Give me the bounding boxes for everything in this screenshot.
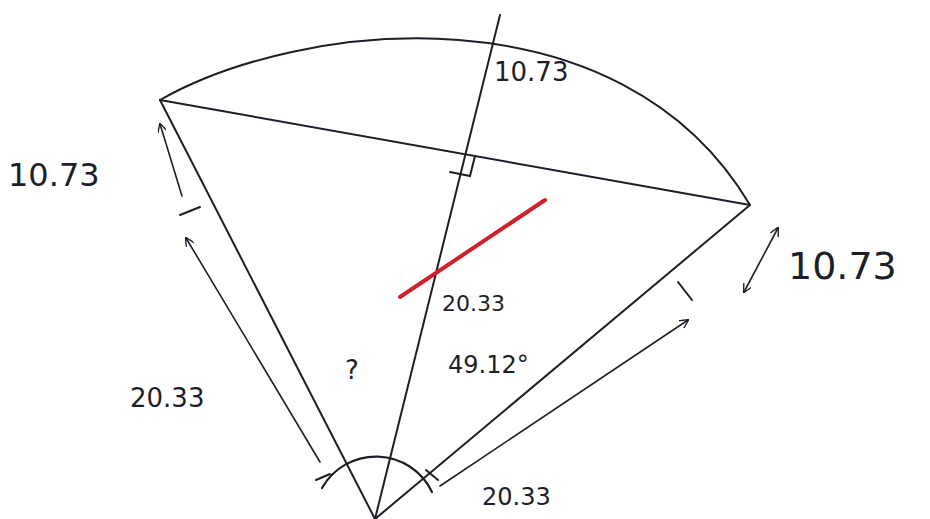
right-radius — [375, 205, 750, 519]
angle-label: 49.12° — [446, 352, 531, 378]
dimension-label: 20.33 — [480, 484, 553, 510]
perpendicular-line — [375, 15, 500, 519]
angle-arc — [322, 457, 432, 492]
dimension-label: 10.73 — [786, 246, 899, 288]
dimension-label: 20.33 — [128, 384, 206, 413]
angle-label: ? — [343, 356, 361, 385]
left-radius — [160, 100, 375, 519]
left-bracket-arrow — [160, 124, 182, 196]
angle-tick-right — [426, 470, 438, 480]
right-dimension-arrow — [440, 320, 688, 486]
dimension-label: 10.73 — [492, 58, 570, 87]
sector-arc — [160, 38, 750, 205]
dimension-label: 10.73 — [6, 158, 102, 193]
left-dimension-arrow — [186, 238, 320, 462]
dimension-label: 20.33 — [440, 292, 507, 316]
red-stroke — [400, 200, 545, 297]
chord — [160, 100, 750, 205]
right-tick — [678, 282, 692, 300]
right-angle-mark — [450, 156, 475, 176]
angle-tick-left — [316, 474, 330, 480]
left-tick — [180, 207, 200, 215]
right-bracket-arrow — [744, 228, 778, 292]
